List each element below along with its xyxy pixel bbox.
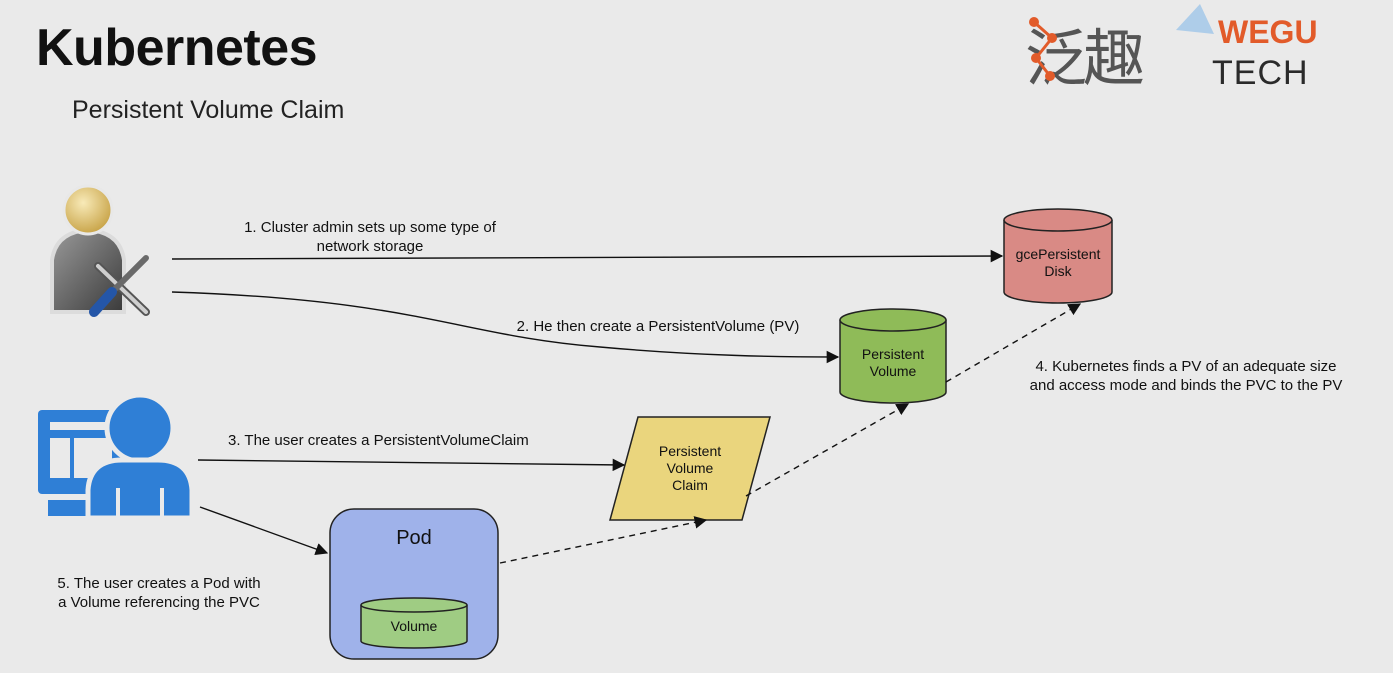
step1-label: 1. Cluster admin sets up some type of ne… [222,218,518,256]
logo-network-icon [1029,4,1214,81]
gce-node-label: gcePersistent Disk [1015,246,1101,279]
volume-node-label: Volume [390,618,438,634]
logo-chinese-text: 泛趣 [1025,25,1145,94]
logo-tech-text: TECH [1212,54,1309,92]
arrow-pod-to-pvc [499,516,708,564]
persistent-volume-claim-node [609,416,771,521]
arrow-pvc-to-pv [745,403,910,497]
page-subtitle: Persistent Volume Claim [72,96,345,124]
pv-node-label: Persistent Volume [861,346,925,379]
logo-wegu-text: WEGU [1218,14,1318,50]
step5-label: 5. The user creates a Pod with a Volume … [57,575,261,611]
pod-volume-node [360,597,468,649]
step1-text: 1. Cluster admin sets up some type of ne… [244,219,496,255]
arrow-step5 [199,506,329,556]
arrow-step3 [197,458,626,472]
gce-persistent-disk-node [1003,208,1113,304]
page-title: Kubernetes [36,19,318,77]
arrow-pv-to-gce [945,303,1082,383]
persistent-volume-node [839,308,947,404]
pod-node-label: Pod [396,527,432,549]
arrow-step2 [171,291,840,364]
step4-label: 4. Kubernetes finds a PV of an adequate … [1029,358,1343,394]
user-computer-icon [38,392,195,521]
pvc-node-label: Persistent Volume Claim [658,443,722,493]
admin-user-icon [50,184,150,317]
step2-label: 2. He then create a PersistentVolume (PV… [516,318,800,335]
arrow-step1 [171,249,1004,263]
step3-label: 3. The user creates a PersistentVolumeCl… [228,432,529,449]
